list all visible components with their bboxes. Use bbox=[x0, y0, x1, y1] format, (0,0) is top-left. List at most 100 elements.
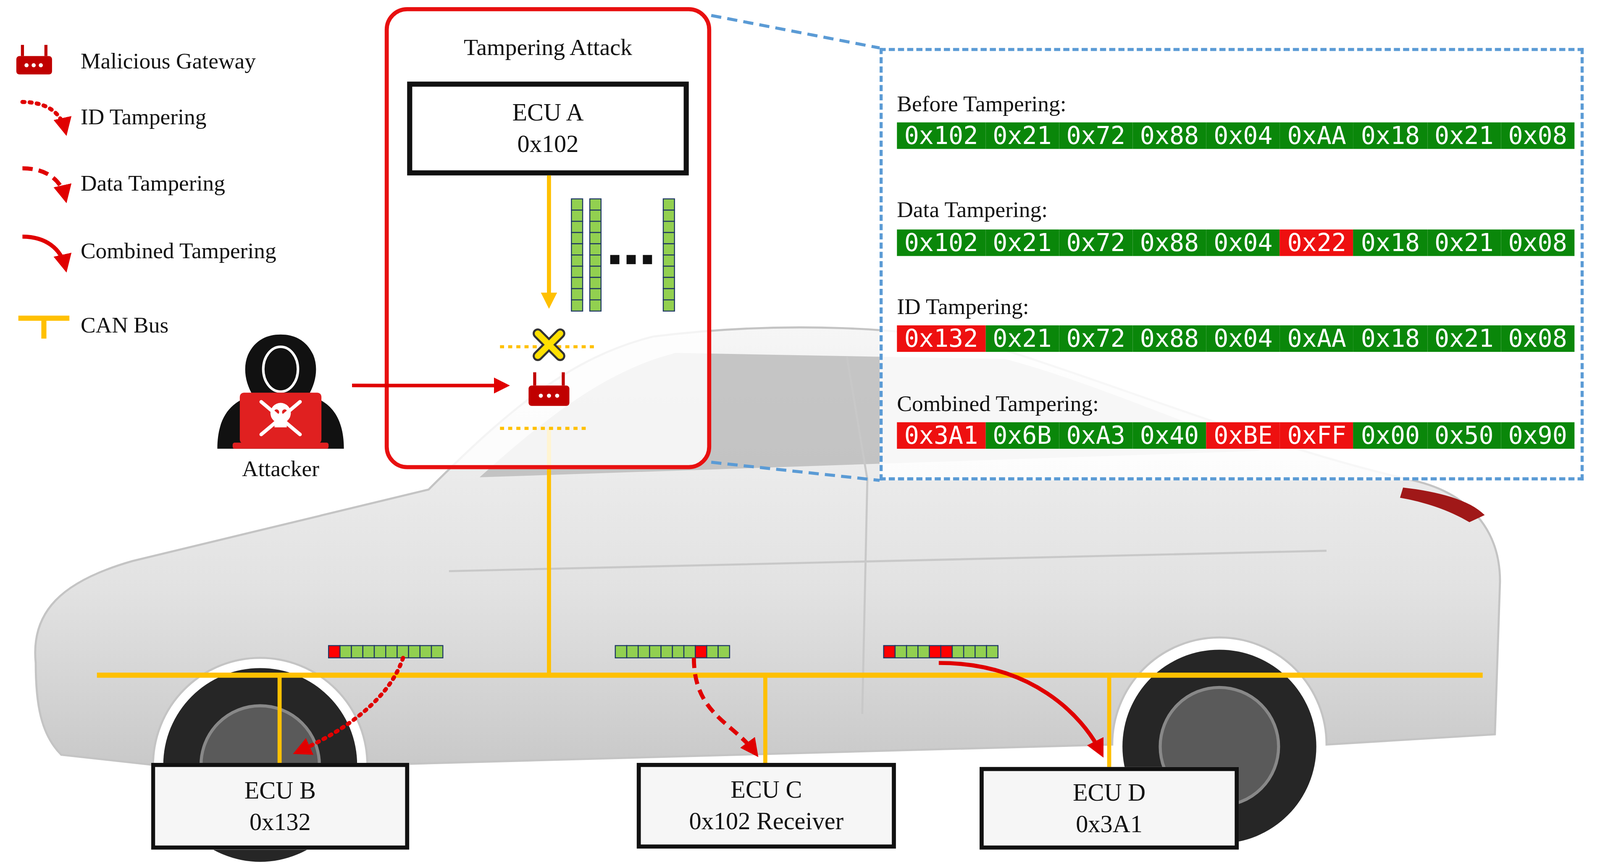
combined-tamper-arrow bbox=[938, 663, 1101, 754]
message-cell bbox=[929, 646, 941, 659]
legend-solid-arrow bbox=[22, 236, 66, 268]
message-cell bbox=[952, 646, 964, 659]
skull bbox=[270, 403, 292, 424]
ecu-name: ECU D bbox=[1072, 777, 1146, 809]
laptop bbox=[239, 392, 322, 444]
ecu-name: ECU B bbox=[244, 775, 316, 807]
message-cell bbox=[589, 232, 602, 245]
hex-byte: 0x90 bbox=[1500, 422, 1575, 450]
message-cell bbox=[615, 646, 627, 659]
car-body bbox=[35, 327, 1501, 766]
ecu-box: ECU B0x132 bbox=[151, 763, 410, 850]
message-cell bbox=[339, 646, 352, 659]
skull-eye bbox=[273, 409, 280, 416]
hex-byte: 0x18 bbox=[1353, 325, 1427, 353]
message-cell bbox=[571, 288, 583, 300]
legend-dotted-arrow bbox=[22, 102, 66, 131]
car-wheel bbox=[163, 668, 358, 863]
message-cell bbox=[695, 646, 707, 659]
message-cell bbox=[663, 232, 675, 245]
message-cell bbox=[571, 266, 583, 278]
block-mark bbox=[537, 333, 560, 356]
message-cell bbox=[362, 646, 375, 659]
hex-byte: 0x102 bbox=[896, 229, 986, 257]
car-rim bbox=[201, 706, 320, 825]
hex-byte: 0x08 bbox=[1500, 325, 1575, 353]
hex-byte: 0x72 bbox=[1058, 122, 1133, 150]
message-stack bbox=[571, 199, 675, 312]
frame-heading: Tampering Attack bbox=[388, 33, 708, 63]
ecu-id: 0x3A1 bbox=[1075, 808, 1143, 841]
hex-byte: 0x21 bbox=[1427, 325, 1501, 353]
message-cell bbox=[571, 199, 583, 211]
message-cell bbox=[328, 646, 340, 659]
skull-jaw bbox=[274, 420, 287, 428]
hex-byte: 0x18 bbox=[1353, 229, 1427, 257]
attacker-node: Attacker bbox=[209, 334, 353, 488]
attacker-icon bbox=[217, 334, 344, 450]
message-cell bbox=[672, 646, 684, 659]
message-cell bbox=[906, 646, 918, 659]
tampered-byte: 0x132 bbox=[896, 325, 986, 353]
router-antenna bbox=[21, 44, 24, 57]
router-antenna bbox=[44, 44, 48, 57]
hex-byte: 0x50 bbox=[1427, 422, 1501, 450]
message-cell bbox=[663, 221, 675, 233]
message-cell bbox=[663, 210, 675, 222]
router-body bbox=[528, 385, 570, 407]
message-cell bbox=[385, 646, 397, 659]
ecu-box: ECU D0x3A1 bbox=[979, 767, 1239, 851]
row-heading: Data Tampering: bbox=[896, 197, 1048, 224]
message-cell bbox=[663, 266, 675, 278]
router-led bbox=[31, 63, 36, 68]
message-cell bbox=[420, 646, 432, 659]
tampered-byte: 0x22 bbox=[1279, 229, 1354, 257]
message-cell bbox=[663, 288, 675, 300]
message-cell bbox=[974, 646, 987, 659]
message-cell bbox=[571, 254, 583, 267]
message-cell bbox=[589, 210, 602, 222]
message-cell bbox=[649, 646, 661, 659]
row-heading: ID Tampering: bbox=[896, 294, 1029, 321]
router-led bbox=[538, 394, 544, 399]
router-antenna bbox=[533, 372, 536, 387]
hex-byte: 0x72 bbox=[1058, 229, 1133, 257]
message-cell bbox=[986, 646, 999, 659]
router-led bbox=[38, 63, 43, 68]
id-tamper-arrow bbox=[297, 658, 403, 752]
ecu-id: 0x102 Receiver bbox=[689, 806, 844, 838]
hex-byte: 0x00 bbox=[1353, 422, 1427, 450]
hex-row: 0x3A10x6B0xA30x400xBE0xFF0x000x500x90 bbox=[896, 422, 1575, 450]
actor-label: Attacker bbox=[209, 456, 353, 483]
car-rim bbox=[1160, 687, 1279, 807]
car-door-line bbox=[449, 357, 1327, 715]
message-cell bbox=[626, 646, 639, 659]
message-cell bbox=[683, 646, 696, 659]
can-bus bbox=[97, 672, 1483, 678]
ellipsis-dot bbox=[610, 254, 620, 265]
message-cell bbox=[408, 646, 421, 659]
hex-byte: 0xAA bbox=[1279, 325, 1354, 353]
hex-byte: 0x88 bbox=[1132, 122, 1206, 150]
bus-messages bbox=[328, 646, 999, 659]
legend-router-icon bbox=[16, 44, 53, 75]
zoom-panel: Before Tampering: 0x1020x210x720x880x040x… bbox=[879, 47, 1584, 481]
router-led bbox=[546, 394, 552, 399]
ecu-name: ECU C bbox=[730, 774, 802, 807]
message-cell bbox=[589, 244, 602, 256]
legend-bus-stub bbox=[41, 318, 47, 339]
row-heading: Before Tampering: bbox=[896, 90, 1067, 118]
tampered-byte: 0x3A1 bbox=[896, 422, 986, 450]
message-cell bbox=[963, 646, 975, 659]
message-cell bbox=[663, 277, 675, 289]
message-cell bbox=[571, 210, 583, 222]
message-cell bbox=[431, 646, 443, 659]
block-mark bbox=[537, 333, 560, 356]
hex-byte: 0x102 bbox=[896, 122, 986, 150]
message-cell bbox=[663, 254, 675, 267]
message-cell bbox=[571, 244, 583, 256]
ecu-a-signal bbox=[546, 175, 552, 305]
message-cell bbox=[589, 254, 602, 267]
message-cell bbox=[374, 646, 386, 659]
hex-row: 0x1020x210x720x880x040xAA0x180x210x08 bbox=[896, 122, 1575, 150]
